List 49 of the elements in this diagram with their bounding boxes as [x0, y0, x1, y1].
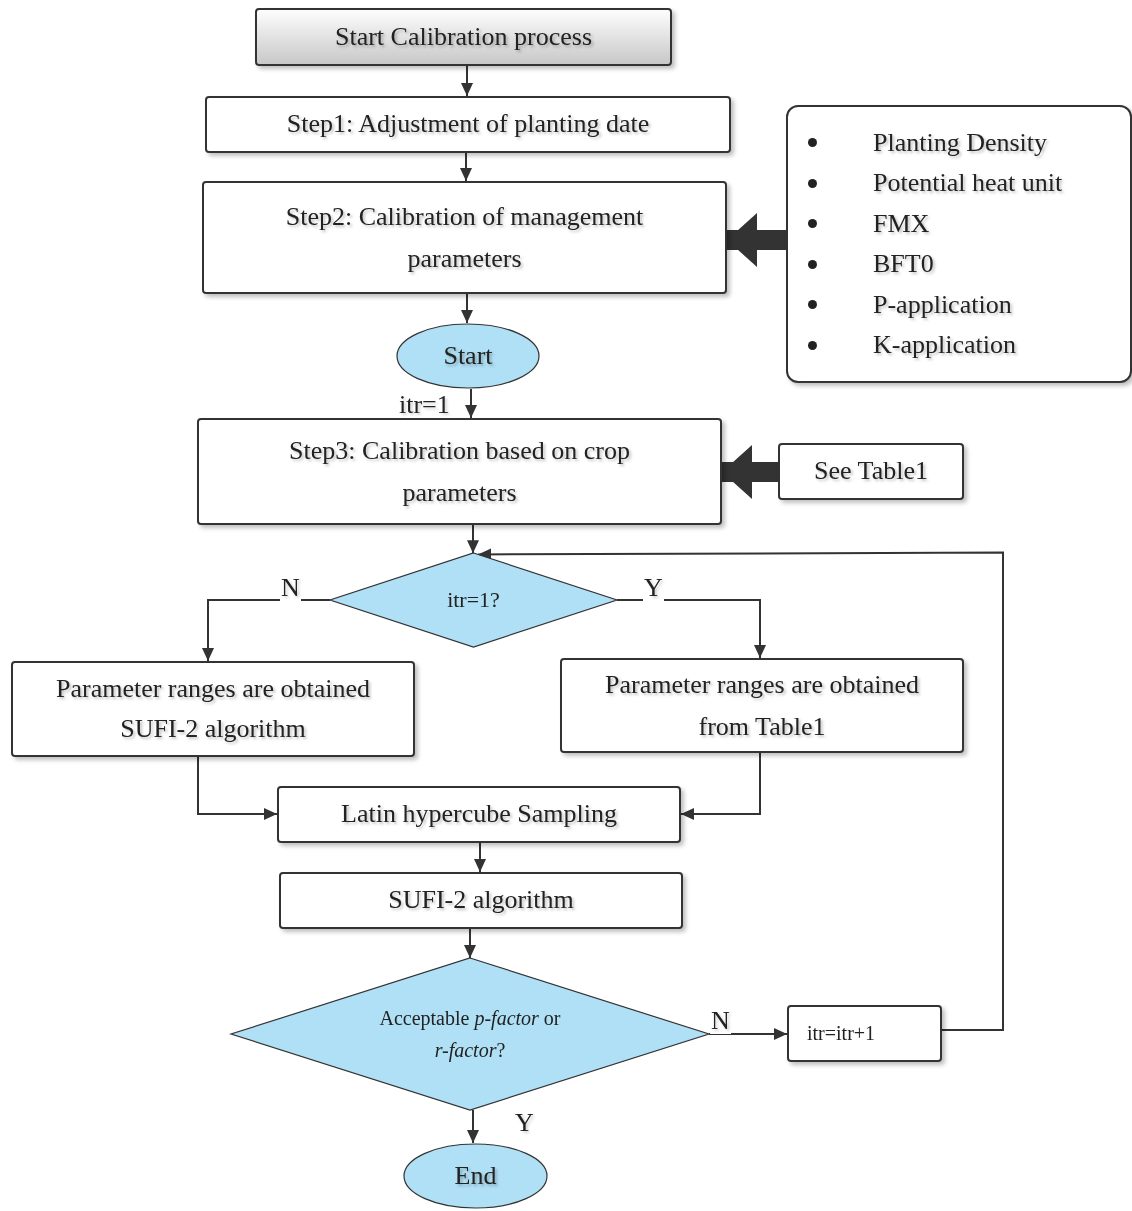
terminal-ellipse — [403, 1143, 548, 1209]
list-item: Potential heat unit — [873, 167, 1063, 200]
node-text: Step3: Calibration based on crop parameters — [288, 434, 631, 509]
arrow — [465, 388, 477, 419]
list-item: K-application — [873, 329, 1016, 362]
arrow — [461, 65, 473, 97]
list-item: P-application — [873, 288, 1012, 321]
list-item: Planting Density — [873, 126, 1048, 159]
terminal-ellipse — [396, 323, 540, 389]
arrow — [460, 152, 472, 182]
process-box — [279, 872, 683, 929]
node-text: Step2: Calibration of management parameters — [284, 200, 645, 275]
process-box — [11, 661, 415, 757]
node-text: Step1: Adjustment of planting date — [285, 108, 651, 141]
arrow — [464, 928, 476, 959]
node-text: Parameter ranges are obtained from Table1 — [604, 668, 920, 743]
node-text: itr=1? — [446, 586, 501, 615]
process-box — [277, 786, 681, 843]
arrow — [461, 293, 473, 324]
process-box — [202, 181, 727, 294]
process-box — [560, 658, 964, 753]
node-text: End — [453, 1159, 498, 1192]
list-item: FMX — [873, 207, 930, 240]
node-text: See Table1 — [813, 455, 929, 488]
node-text: itr=itr+1 — [806, 1021, 877, 1046]
arrow — [202, 599, 331, 662]
node-text: Acceptable p-factor or r-factor? — [378, 1006, 562, 1064]
list-item: BFT0 — [873, 248, 934, 281]
process-box — [197, 418, 722, 525]
arrow — [467, 1109, 479, 1144]
process-box — [787, 1005, 942, 1062]
decision-diamond — [231, 958, 709, 1110]
decision-diamond — [330, 553, 617, 647]
node-text: Start Calibration process — [333, 20, 594, 53]
block-arrow — [727, 213, 786, 267]
process-box — [778, 443, 964, 500]
block-arrow — [722, 445, 778, 499]
node-text: SUFI-2 algorithm — [387, 884, 575, 917]
node-text: Parameter ranges are obtained SUFI-2 algorithm — [55, 672, 371, 745]
arrow — [474, 842, 486, 873]
arrow — [616, 599, 766, 659]
list-panel — [786, 105, 1132, 383]
node-text: Latin hypercube Sampling — [340, 798, 618, 831]
arrow — [467, 524, 479, 555]
arrow — [680, 752, 761, 820]
node-text: Start — [442, 339, 494, 372]
process-box — [255, 8, 672, 66]
process-box — [205, 96, 731, 153]
arrow — [197, 756, 278, 820]
